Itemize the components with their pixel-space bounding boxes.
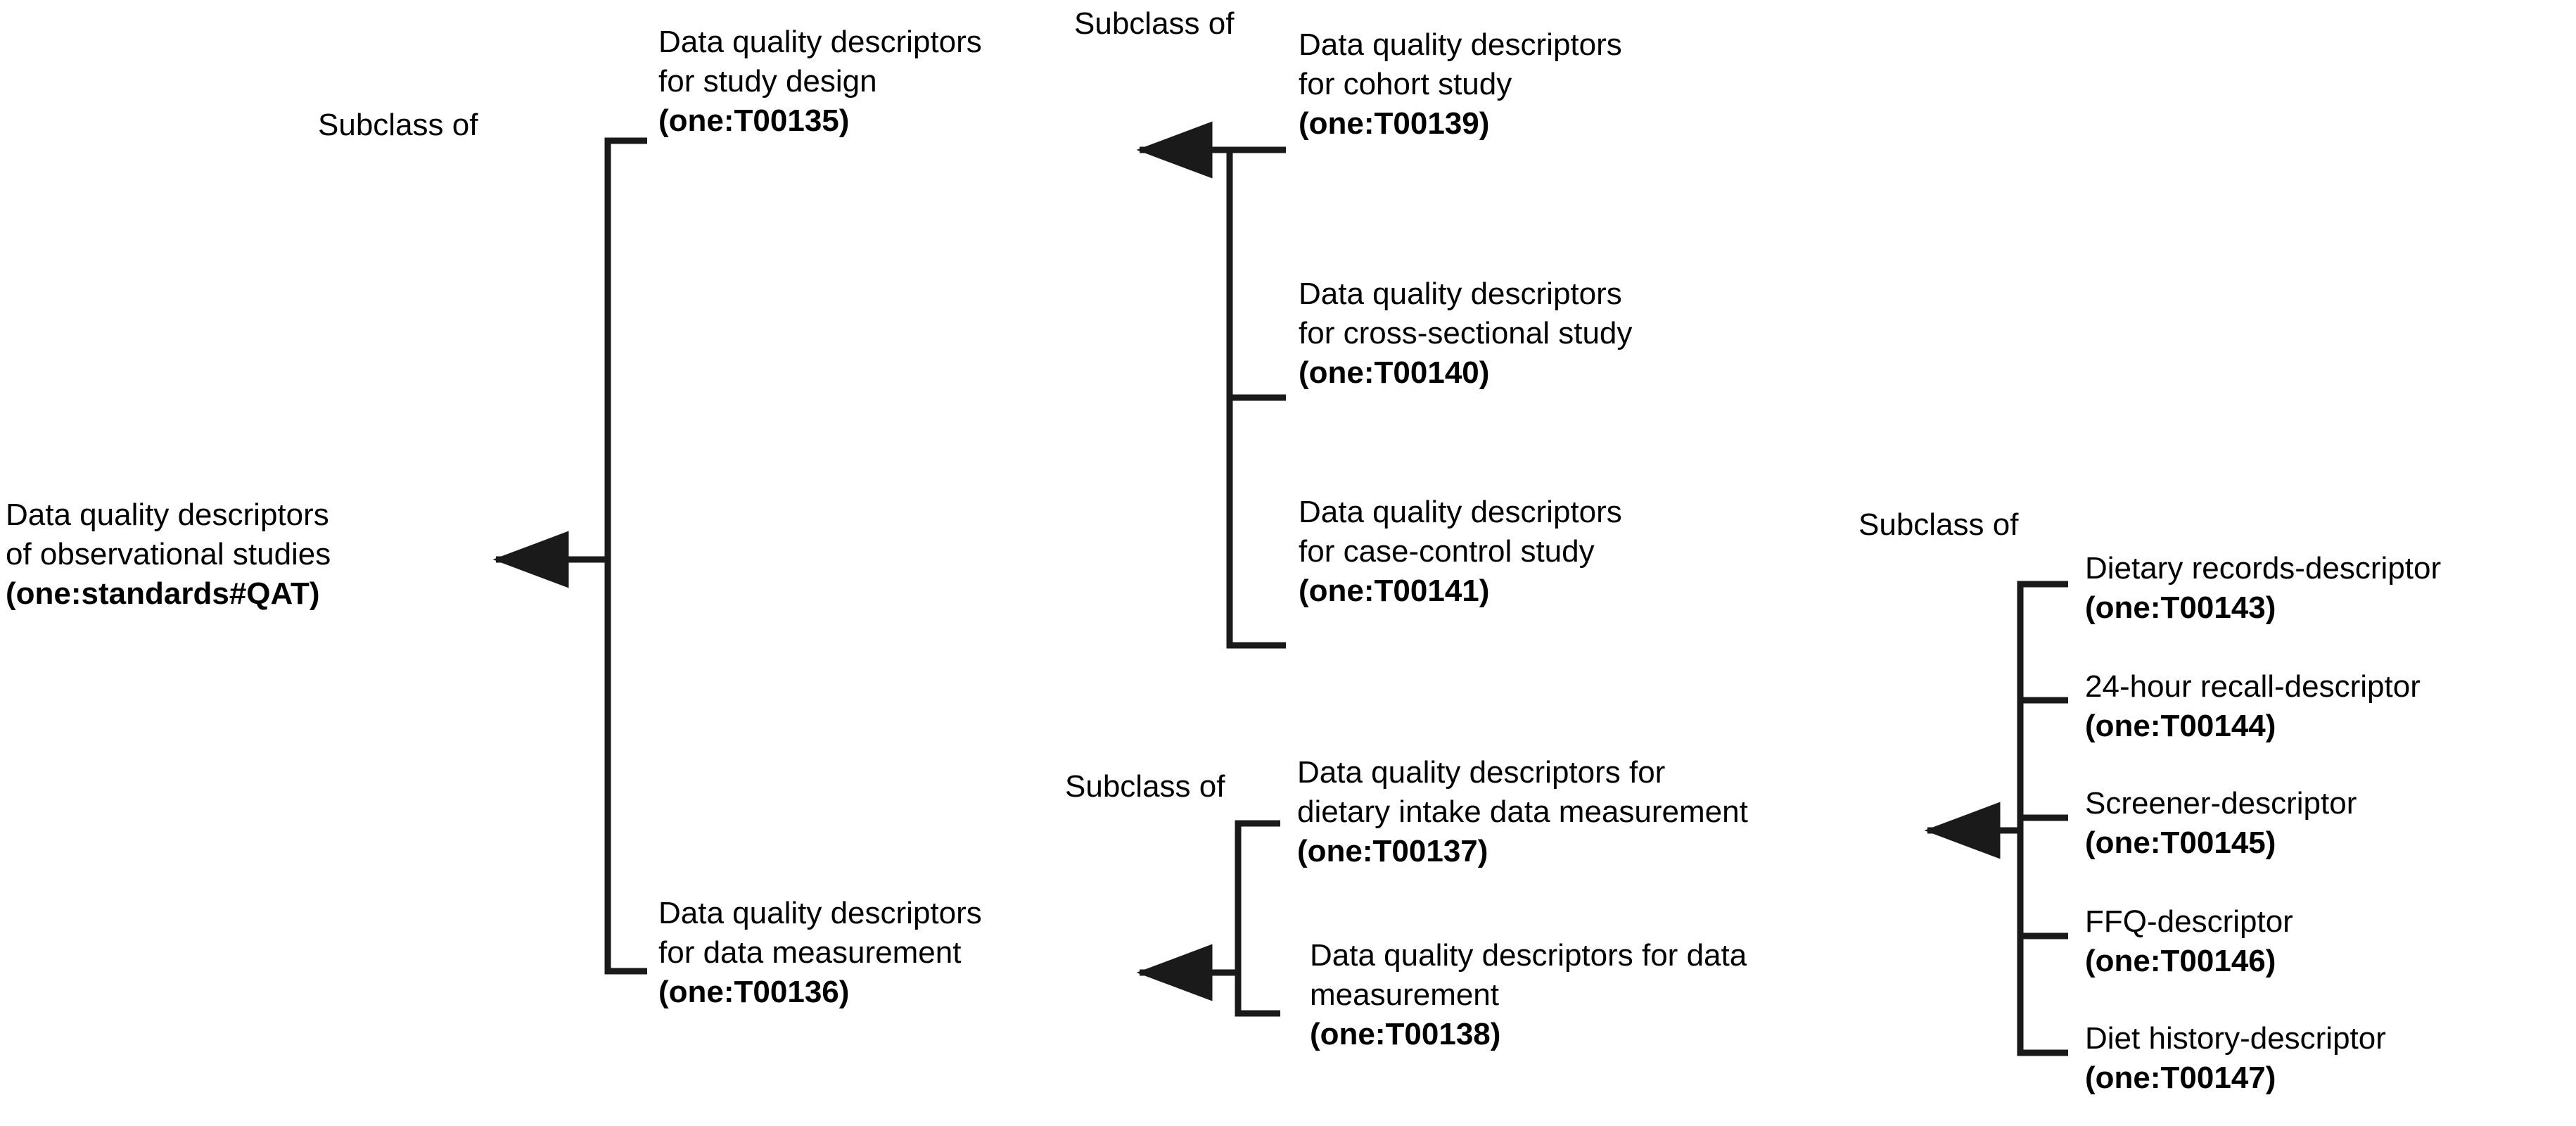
node-cross-sectional-study-line1: Data quality descriptors [1299,277,1622,311]
node-data-measurement-sub-line2: measurement [1310,978,1500,1012]
relation-label-top-right: Subclass of [1074,6,1235,41]
node-case-control-study[interactable]: Data quality descriptors for case-contro… [1299,493,1622,611]
relation-label-right-list: Subclass of [1858,507,2019,542]
node-study-design-line2: for study design [658,64,877,99]
node-data-measurement[interactable]: Data quality descriptors for data measur… [658,894,982,1012]
relation-label-bottom-middle: Subclass of [1065,769,1225,804]
node-dietary-intake-measurement[interactable]: Data quality descriptors for dietary int… [1297,753,1748,871]
node-dietary-intake-measurement-code: (one:T00137) [1297,834,1488,868]
edge-group-data-measurement [1136,820,1280,1017]
node-data-measurement-code: (one:T00136) [658,975,850,1009]
node-study-design-code: (one:T00135) [658,103,850,138]
edge-group-study-design [1136,121,1286,649]
node-ffq-descriptor-code: (one:T00146) [2085,944,2276,978]
node-study-design-line1: Data quality descriptors [658,25,982,59]
node-root[interactable]: Data quality descriptors of observationa… [6,495,331,614]
node-ffq-descriptor[interactable]: FFQ-descriptor (one:T00146) [2085,902,2293,981]
node-case-control-study-line1: Data quality descriptors [1299,495,1622,529]
node-root-code: (one:standards#QAT) [6,576,320,611]
node-cohort-study[interactable]: Data quality descriptors for cohort stud… [1299,25,1622,144]
node-cohort-study-code: (one:T00139) [1299,106,1490,141]
node-recall-24h-descriptor-code: (one:T00144) [2085,709,2276,743]
node-dietary-intake-measurement-line2: dietary intake data measurement [1297,795,1748,829]
node-cross-sectional-study-line2: for cross-sectional study [1299,316,1633,350]
node-dietary-records-descriptor-line1: Dietary records-descriptor [2085,551,2442,586]
node-root-line2: of observational studies [6,537,331,571]
node-data-measurement-sub[interactable]: Data quality descriptors for data measur… [1310,936,1747,1054]
node-ffq-descriptor-line1: FFQ-descriptor [2085,904,2293,939]
edge-group-root [492,137,647,975]
node-cohort-study-line1: Data quality descriptors [1299,27,1622,62]
node-recall-24h-descriptor-line1: 24-hour recall-descriptor [2085,669,2421,704]
node-data-measurement-sub-line1: Data quality descriptors for data [1310,938,1747,973]
node-study-design[interactable]: Data quality descriptors for study desig… [658,23,982,141]
node-root-line1: Data quality descriptors [6,498,329,532]
edge-group-dietary-intake [1924,581,2068,1056]
node-recall-24h-descriptor[interactable]: 24-hour recall-descriptor (one:T00144) [2085,667,2421,746]
node-screener-descriptor-code: (one:T00145) [2085,825,2276,860]
node-cross-sectional-study[interactable]: Data quality descriptors for cross-secti… [1299,274,1632,393]
node-diet-history-descriptor-line1: Diet history-descriptor [2085,1021,2386,1056]
node-case-control-study-code: (one:T00141) [1299,574,1490,608]
node-case-control-study-line2: for case-control study [1299,534,1595,569]
node-dietary-records-descriptor-code: (one:T00143) [2085,590,2276,625]
node-dietary-records-descriptor[interactable]: Dietary records-descriptor (one:T00143) [2085,549,2441,628]
node-data-measurement-line1: Data quality descriptors [658,896,982,930]
node-dietary-intake-measurement-line1: Data quality descriptors for [1297,755,1666,790]
node-screener-descriptor-line1: Screener-descriptor [2085,786,2357,821]
node-diet-history-descriptor[interactable]: Diet history-descriptor (one:T00147) [2085,1019,2386,1098]
node-data-measurement-line2: for data measurement [658,935,962,970]
node-diet-history-descriptor-code: (one:T00147) [2085,1061,2276,1095]
node-cross-sectional-study-code: (one:T00140) [1299,355,1490,390]
node-data-measurement-sub-code: (one:T00138) [1310,1017,1501,1051]
relation-label-left-top: Subclass of [318,108,478,142]
node-screener-descriptor[interactable]: Screener-descriptor (one:T00145) [2085,784,2357,863]
node-cohort-study-line2: for cohort study [1299,67,1512,101]
